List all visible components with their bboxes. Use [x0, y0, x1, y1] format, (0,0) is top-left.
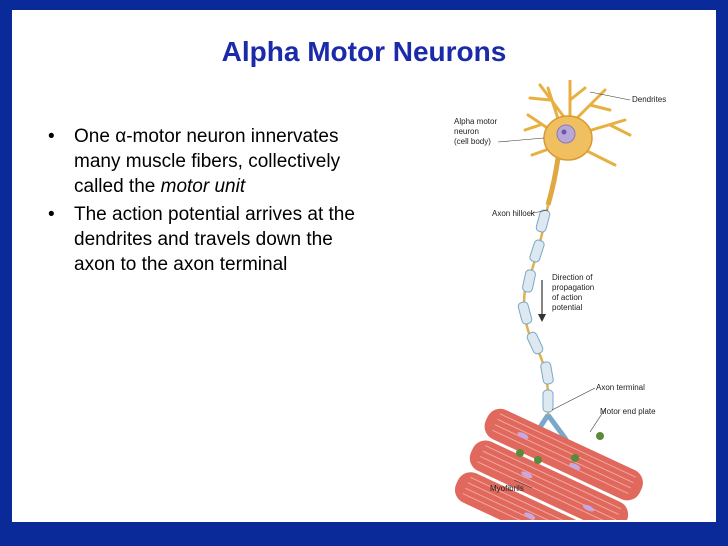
bullet-1-prefix: One [74, 126, 116, 147]
label-direction-3: of action [552, 293, 582, 302]
bullet-item-2: • The action potential arrives at the de… [48, 202, 368, 277]
bullet-list: • One α-motor neuron innervates many mus… [48, 124, 368, 280]
bullet-1-text: -motor neuron innervates many muscle fib… [74, 126, 341, 197]
label-neuron-3: (cell body) [454, 137, 491, 146]
motor-neuron-diagram: Alpha motor neuron (cell body) Dendrites… [454, 80, 666, 520]
bullet-1-emphasis: motor unit [160, 176, 246, 197]
bullet-dot: • [48, 204, 55, 225]
nucleus [556, 124, 576, 144]
label-neuron-2: neuron [454, 127, 479, 136]
label-myofibrils: Myofibrils [490, 484, 524, 493]
arrow-head [538, 314, 546, 322]
myelin-sheath [517, 209, 554, 413]
nucleolus [561, 129, 567, 135]
label-motor-end-plate: Motor end plate [600, 407, 656, 416]
dendrites-illustration [523, 80, 632, 167]
label-direction-2: propagation [552, 283, 594, 292]
bullet-2-text: The action potential arrives at the dend… [74, 204, 355, 275]
muscle-fibers [454, 408, 643, 520]
motor-end-plates [516, 432, 604, 464]
bullet-dot: • [48, 126, 55, 147]
leader-lines [497, 91, 631, 489]
label-direction-4: potential [552, 303, 582, 312]
bullet-item-1: • One α-motor neuron innervates many mus… [48, 124, 368, 199]
slide-title: Alpha Motor Neurons [221, 36, 507, 67]
label-neuron-1: Alpha motor [454, 117, 497, 126]
axon-hillock [545, 157, 561, 206]
alpha-symbol: α [115, 126, 127, 147]
label-direction-1: Direction of [552, 273, 593, 282]
label-axon-terminal: Axon terminal [596, 383, 645, 392]
label-dendrites: Dendrites [632, 95, 666, 104]
label-axon-hillock: Axon hillock [492, 209, 536, 218]
